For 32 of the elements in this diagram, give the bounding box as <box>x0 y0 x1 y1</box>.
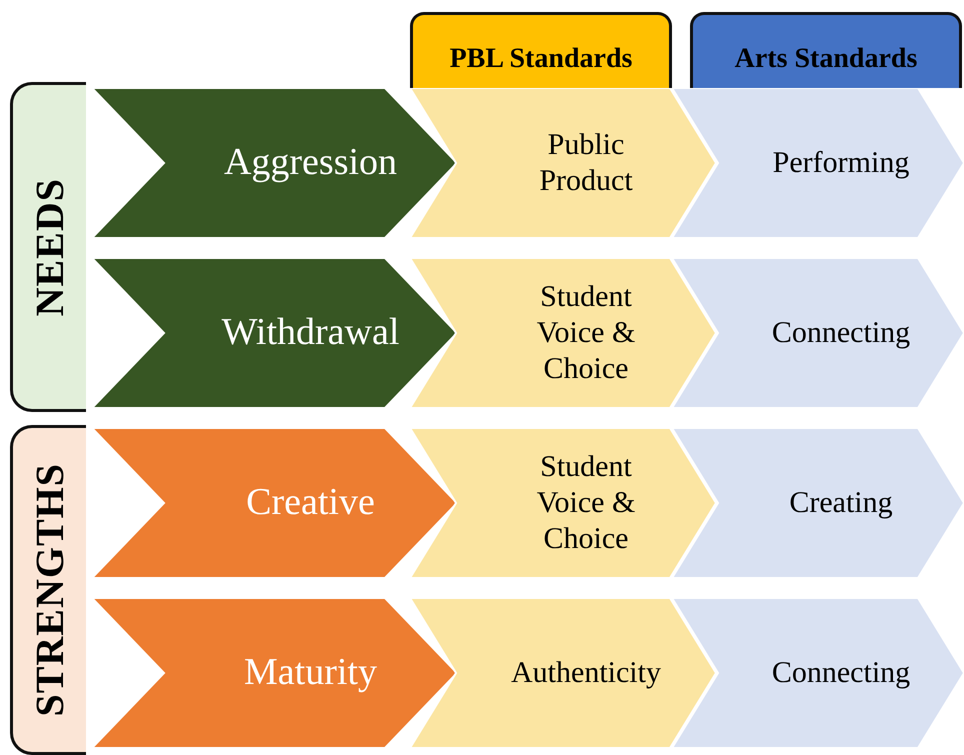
chevron-shape <box>672 258 964 408</box>
chevron-label: Public Product <box>538 127 634 199</box>
chevron-label: Connecting <box>772 315 910 351</box>
chevron-shape <box>92 88 457 238</box>
chevron-shape <box>410 428 716 578</box>
chevron-label: Student Voice & Choice <box>536 279 636 387</box>
chevron-label: Authenticity <box>511 655 661 691</box>
column-header: Arts Standards <box>734 42 918 76</box>
chevron-label: Student Voice & Choice <box>536 449 636 557</box>
chevron-label: Creating <box>789 485 893 521</box>
chevron-shape <box>92 428 457 578</box>
header-tab <box>410 12 672 88</box>
chevron-shape <box>672 598 964 748</box>
chevron-label: Performing <box>772 145 910 181</box>
chevron-label: Aggression <box>224 140 398 186</box>
group-label: STRENGTHS <box>26 463 72 717</box>
header-tab <box>690 12 962 88</box>
chevron-shape <box>672 428 964 578</box>
chevron-label: Creative <box>246 480 375 526</box>
chevron-label: Withdrawal <box>222 310 400 356</box>
chevron-label: Connecting <box>772 655 910 691</box>
group-bracket <box>10 82 86 412</box>
chevron-shape <box>92 258 457 408</box>
chevron-shape <box>410 88 716 238</box>
column-header: PBL Standards <box>450 42 632 76</box>
chevron-shape <box>92 598 457 748</box>
chevron-shape <box>410 598 716 748</box>
group-bracket <box>10 425 86 755</box>
chevron-shape <box>410 258 716 408</box>
group-label: NEEDS <box>26 178 72 316</box>
chevron-shape <box>672 88 964 238</box>
chevron-label: Maturity <box>244 650 377 696</box>
